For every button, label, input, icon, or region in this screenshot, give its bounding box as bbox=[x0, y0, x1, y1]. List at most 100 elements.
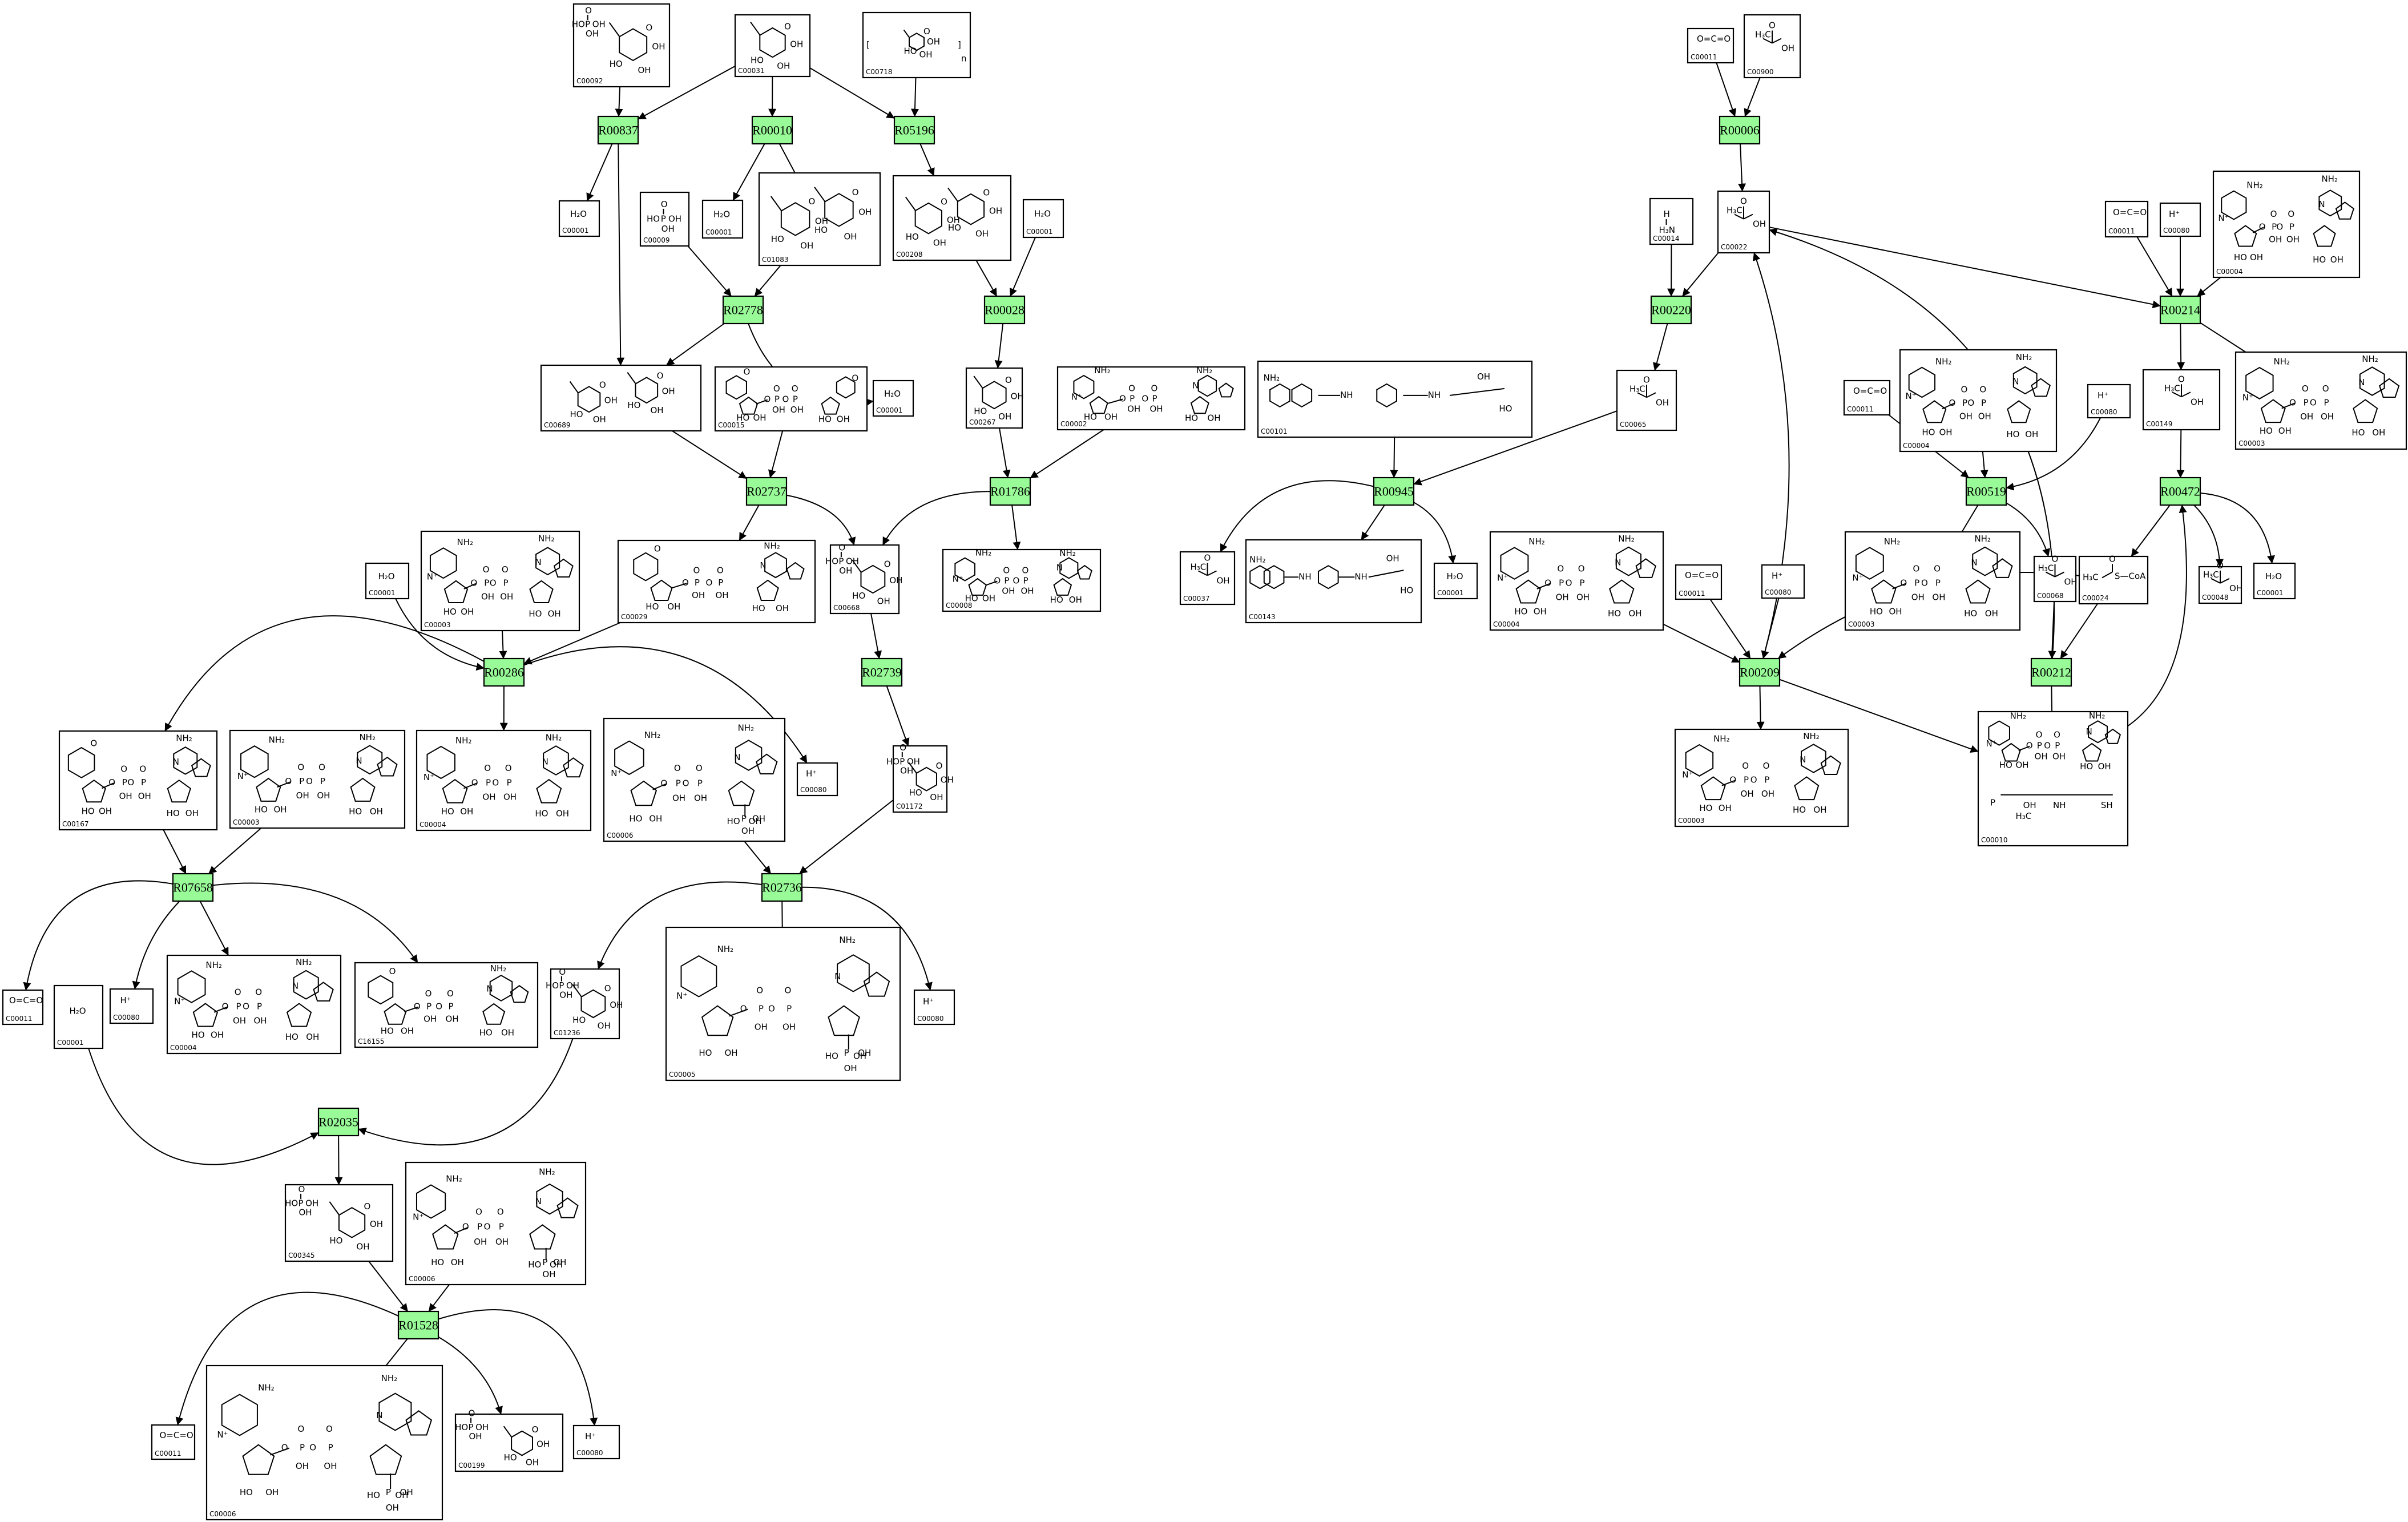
reaction-node[interactable]: R07658 bbox=[172, 873, 214, 902]
reaction-node[interactable]: R00286 bbox=[483, 657, 525, 687]
reaction-node[interactable]: R00220 bbox=[1650, 295, 1692, 325]
bond bbox=[1772, 38, 1782, 44]
atom-label: OH bbox=[858, 1048, 871, 1058]
ring-bond bbox=[2359, 366, 2385, 396]
compound-node[interactable]: H⁺C00080 bbox=[2159, 202, 2201, 237]
compound-node[interactable]: H⁺C00080 bbox=[1761, 564, 1805, 599]
reaction-node[interactable]: R02736 bbox=[761, 873, 803, 902]
compound-node[interactable]: H⁺C00080 bbox=[913, 989, 955, 1026]
atom-label: HO bbox=[528, 1259, 541, 1270]
reaction-node[interactable]: R00837 bbox=[597, 115, 639, 145]
compound-id-label: C00024 bbox=[2082, 594, 2109, 602]
reaction-node[interactable]: R02778 bbox=[722, 295, 764, 325]
reaction-node[interactable]: R01786 bbox=[989, 477, 1031, 506]
reaction-node[interactable]: R01528 bbox=[397, 1310, 439, 1340]
reaction-node[interactable]: R02737 bbox=[745, 477, 788, 506]
atom-label: HO bbox=[167, 808, 180, 818]
reaction-node[interactable]: R02035 bbox=[317, 1107, 360, 1137]
atom-label: OH bbox=[1021, 586, 1034, 596]
reaction-node[interactable]: R00212 bbox=[2030, 657, 2072, 687]
reaction-node[interactable]: R00006 bbox=[1719, 115, 1761, 145]
compound-node[interactable]: H⁺C00080 bbox=[2087, 383, 2131, 419]
atom-label: NH₂ bbox=[2246, 180, 2263, 191]
atom-label: HO bbox=[381, 1026, 394, 1036]
compound-node[interactable]: H⁺C00080 bbox=[109, 988, 154, 1024]
reaction-node[interactable]: R02739 bbox=[861, 657, 903, 687]
reaction-node[interactable]: R05196 bbox=[893, 115, 935, 145]
compound-node[interactable]: H⁺C00080 bbox=[572, 1424, 620, 1460]
reaction-node[interactable]: R00028 bbox=[983, 295, 1026, 325]
ring-bond bbox=[293, 970, 319, 1000]
reaction-node[interactable]: R00214 bbox=[2159, 295, 2201, 325]
reaction-node[interactable]: R00010 bbox=[751, 115, 793, 145]
reaction-node[interactable]: R00519 bbox=[1965, 477, 2007, 506]
ring-bond bbox=[1190, 395, 1209, 414]
atom-label: OH bbox=[481, 591, 494, 601]
reaction-node[interactable]: R00945 bbox=[1373, 477, 1415, 506]
reaction-node[interactable]: R00472 bbox=[2159, 477, 2201, 506]
compound-node[interactable]: H⁺C00080 bbox=[796, 762, 838, 797]
reaction-node[interactable]: R00209 bbox=[1739, 657, 1781, 687]
